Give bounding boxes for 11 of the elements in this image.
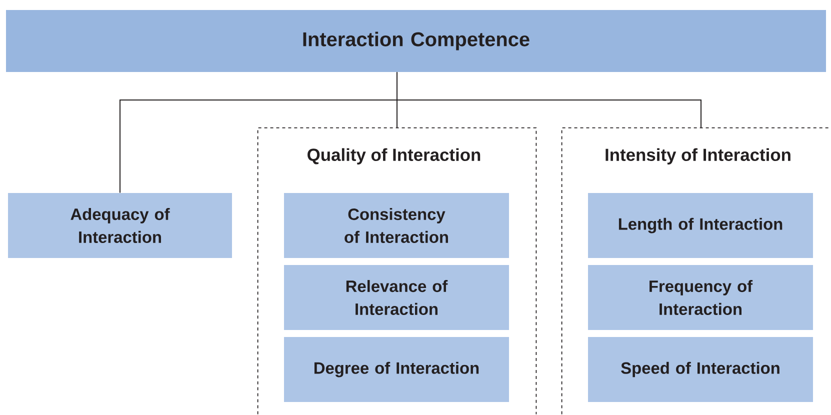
category-box: Consistency of Interaction: [284, 193, 509, 258]
group-heading: Intensity of Interaction: [606, 148, 790, 164]
connector-line: [396, 72, 702, 128]
category-box: Frequency of Interaction: [588, 265, 813, 330]
group-heading: Quality of Interaction: [308, 148, 480, 164]
title-box: Interaction Competence: [6, 10, 826, 72]
category-box: Speed of Interaction: [588, 337, 813, 402]
category-box: Relevance of Interaction: [284, 265, 509, 330]
category-box: Length of Interaction: [588, 193, 813, 258]
category-box: Degree of Interaction: [284, 337, 509, 402]
category-box: Adequacy of Interaction: [8, 193, 232, 258]
